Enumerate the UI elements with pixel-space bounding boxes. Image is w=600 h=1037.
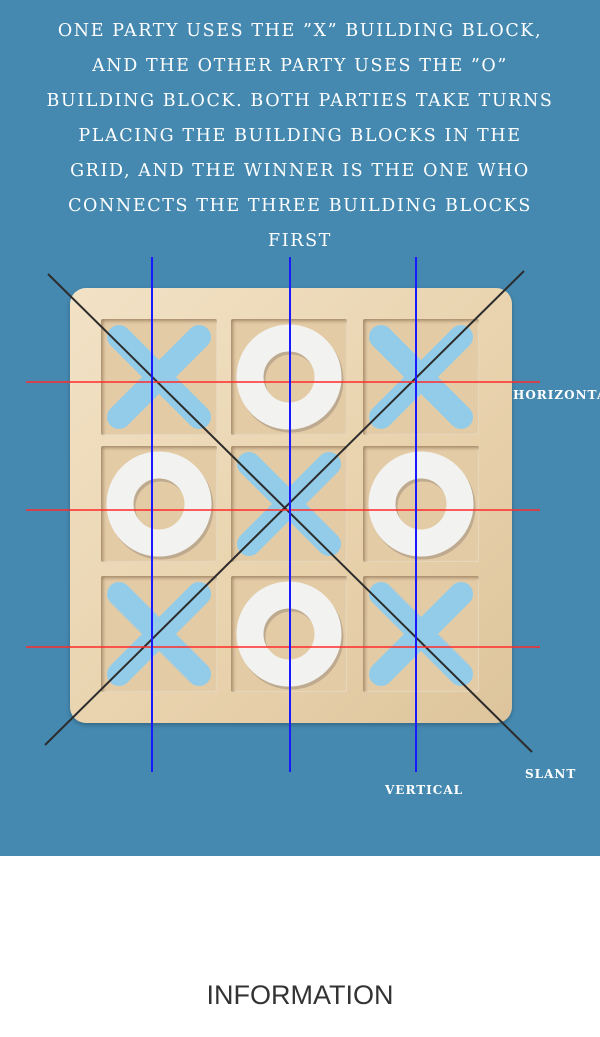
board-cell [363, 446, 479, 562]
x-piece-icon [107, 582, 211, 686]
instructions-text: ONE PARTY USES THE ”X” BUILDING BLOCK, A… [40, 14, 560, 259]
board-cell [101, 446, 217, 562]
board-cell [363, 576, 479, 692]
board-cell [101, 576, 217, 692]
o-piece-icon [368, 451, 476, 560]
x-piece-icon [107, 325, 211, 429]
board-cell [363, 319, 479, 435]
horizontal-label: HORIZONTAL [513, 388, 600, 402]
instruction-line: GRID, AND THE WINNER IS THE ONE WHO [70, 161, 530, 181]
instruction-line: CONNECTS THE THREE BUILDING BLOCKS [68, 196, 532, 216]
slant-label: SLANT [525, 767, 577, 781]
x-piece-icon [369, 582, 473, 686]
o-piece-icon [106, 451, 214, 560]
slant-line [44, 270, 525, 746]
instruction-line: ONE PARTY USES THE ”X” BUILDING BLOCK, [57, 21, 543, 41]
win-lines-overlay [26, 257, 540, 772]
instruction-line: PLACING THE BUILDING BLOCKS IN THE [78, 126, 522, 146]
information-heading: INFORMATION [206, 980, 394, 1010]
vertical-label: VERTICAL [385, 783, 464, 797]
instruction-line: BUILDING BLOCK. BOTH PARTIES TAKE TURNS [46, 91, 554, 111]
board-cell [101, 319, 217, 435]
instruction-line: AND THE OTHER PARTY USES THE ”O” [92, 56, 508, 76]
instruction-line: FIRST [268, 231, 332, 251]
blue-panel: ONE PARTY USES THE ”X” BUILDING BLOCK, A… [0, 0, 600, 856]
x-piece-icon [369, 325, 473, 429]
